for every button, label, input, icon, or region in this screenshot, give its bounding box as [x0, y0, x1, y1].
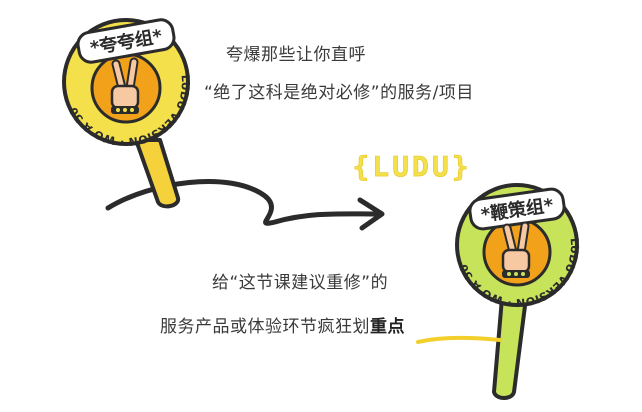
curved-arrow-icon	[105, 179, 385, 231]
right-sign-stick	[492, 296, 528, 400]
bottom-text-line2-plain: 服务产品或体验环节疯狂划	[160, 317, 370, 337]
top-text-line2: “绝了这科是绝对必修”的服务/项目	[204, 83, 474, 103]
highlight-underline	[416, 335, 502, 344]
bottom-text-line1: 给“这节课建议重修”的	[212, 273, 389, 293]
bottom-text-highlight: 重点	[370, 317, 405, 337]
top-text-line1: 夸爆那些让你直呼	[226, 45, 366, 65]
victory-hand-icon	[110, 57, 140, 114]
victory-hand-icon	[501, 221, 531, 278]
brand-logo-text: {LUDU}	[352, 150, 471, 183]
left-sign-stick	[134, 138, 181, 209]
right-sign: LUDU VERSION · WO A 50 *鞭策组*	[455, 183, 581, 400]
left-sign: LUDU VERSION · WO A 50 *夸夸组*	[62, 18, 192, 209]
bottom-text-line2: 服务产品或体验环节疯狂划重点	[160, 312, 405, 337]
